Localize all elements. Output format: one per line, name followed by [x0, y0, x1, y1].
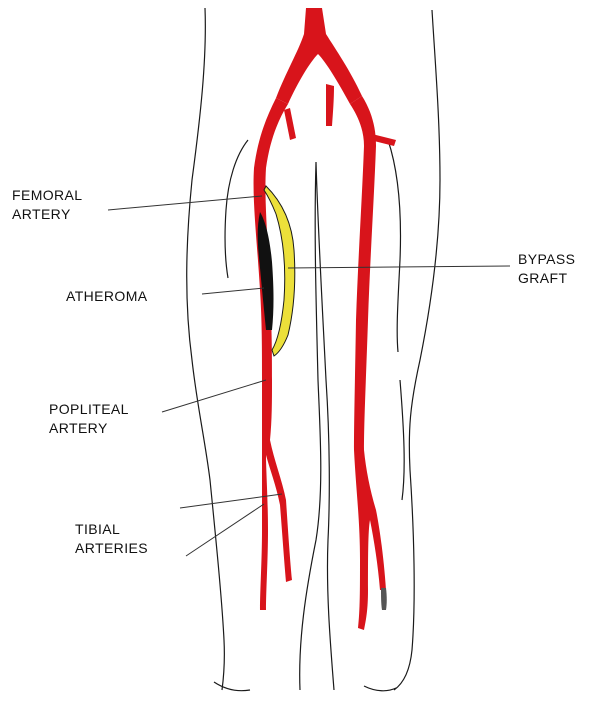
femoral-label-line-1: FEMORAL	[12, 186, 82, 205]
tibial-arteries-label: TIBIAL ARTERIES	[75, 520, 148, 558]
femoral-leader	[108, 196, 262, 210]
left-leg-outer-outline	[187, 8, 225, 690]
left-hip-branch	[284, 108, 296, 140]
right-thigh-inner-line	[388, 140, 401, 352]
central-branch	[326, 84, 334, 126]
right-artery-tip	[381, 588, 387, 610]
bypass-leader	[288, 266, 510, 268]
atheroma-label: ATHEROMA	[66, 287, 148, 306]
popliteal-label-line-1: POPLITEAL	[49, 400, 129, 419]
right-calf-line	[400, 380, 404, 500]
left-thigh-inner-line	[225, 140, 248, 278]
arteries	[254, 8, 396, 630]
tibial-leader-lower	[186, 504, 264, 556]
leg-outlines	[187, 8, 440, 691]
bypass-label-line-1: BYPASS	[518, 250, 575, 269]
left-ankle-line	[214, 682, 250, 691]
right-ankle-line	[364, 686, 396, 691]
popliteal-artery-label: POPLITEAL ARTERY	[49, 400, 129, 438]
inner-leg-outline	[300, 162, 334, 690]
femoral-artery-label: FEMORAL ARTERY	[12, 186, 82, 224]
tibial-label-line-1: TIBIAL	[75, 520, 148, 539]
leader-lines	[108, 196, 510, 556]
atheroma-leader	[202, 288, 264, 294]
right-femoral-artery	[350, 96, 376, 450]
bypass-label-line-2: GRAFT	[518, 269, 575, 288]
right-leg-outer-outline	[394, 10, 440, 690]
bypass-graft-label: BYPASS GRAFT	[518, 250, 575, 288]
popliteal-label-line-2: ARTERY	[49, 419, 129, 438]
femoral-label-line-2: ARTERY	[12, 205, 82, 224]
right-lower-artery	[354, 450, 386, 630]
tibial-label-line-2: ARTERIES	[75, 539, 148, 558]
aorta	[276, 8, 362, 104]
popliteal-leader	[162, 380, 266, 412]
atheroma-label-text: ATHEROMA	[66, 287, 148, 306]
